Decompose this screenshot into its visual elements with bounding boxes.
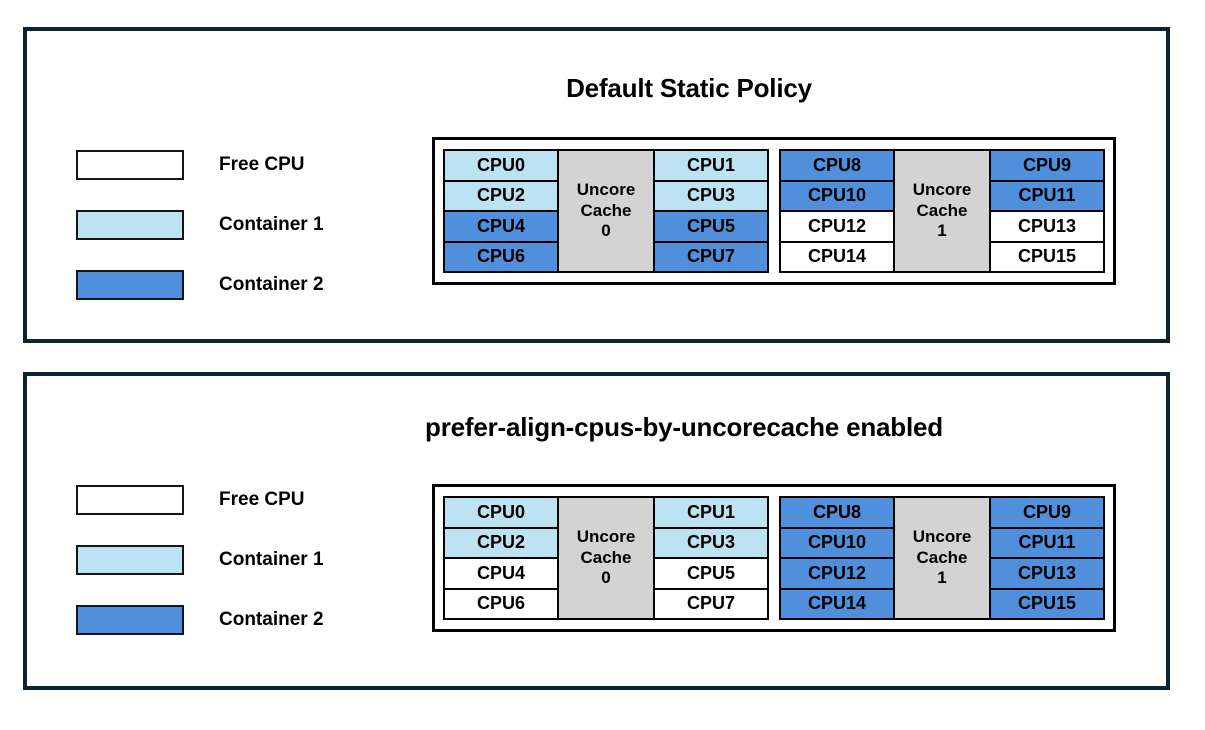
legend-swatch-container-2 bbox=[76, 605, 184, 635]
cpu-topology-diagram: CPU0 CPU2 CPU4 CPU6 Uncore Cache 0 CPU1 … bbox=[432, 137, 1116, 285]
cpu-cell: CPU8 bbox=[781, 151, 893, 182]
legend: Free CPU Container 1 Container 2 bbox=[76, 135, 324, 315]
cpu-cell: CPU0 bbox=[445, 151, 557, 182]
legend-label-free-cpu: Free CPU bbox=[219, 489, 305, 510]
cpu-cell: CPU10 bbox=[781, 181, 893, 212]
legend-swatch-free-cpu bbox=[76, 485, 184, 515]
panel-title: prefer-align-cpus-by-uncorecache enabled bbox=[425, 412, 943, 442]
uncore-cache-label-line1: Uncore bbox=[912, 526, 972, 546]
uncore-cache-label-line1: Uncore bbox=[576, 526, 636, 546]
cpu-cell: CPU5 bbox=[655, 212, 767, 243]
cpu-column-left: CPU8 CPU10 CPU12 CPU14 bbox=[781, 498, 893, 618]
cpu-cell: CPU11 bbox=[991, 181, 1103, 212]
cpu-cell: CPU6 bbox=[445, 242, 557, 271]
cpu-cell: CPU12 bbox=[781, 559, 893, 590]
legend-swatch-container-2 bbox=[76, 270, 184, 300]
legend-label-container-2: Container 2 bbox=[219, 609, 324, 630]
cpu-cell: CPU5 bbox=[655, 559, 767, 590]
uncore-cache-index: 0 bbox=[601, 221, 611, 241]
cpu-cell: CPU10 bbox=[781, 528, 893, 559]
cpu-cell: CPU13 bbox=[991, 559, 1103, 590]
cpu-cell: CPU15 bbox=[991, 589, 1103, 618]
legend-swatch-container-1 bbox=[76, 210, 184, 240]
cpu-cell: CPU1 bbox=[655, 151, 767, 182]
uncore-cache-cluster-0: CPU0 CPU2 CPU4 CPU6 Uncore Cache 0 CPU1 … bbox=[443, 496, 769, 620]
cpu-cell: CPU3 bbox=[655, 181, 767, 212]
uncore-cache-label-line2: Cache bbox=[916, 200, 968, 220]
cpu-cell: CPU11 bbox=[991, 528, 1103, 559]
cpu-cell: CPU6 bbox=[445, 589, 557, 618]
legend-label-container-2: Container 2 bbox=[219, 274, 324, 295]
cpu-cell: CPU7 bbox=[655, 242, 767, 271]
cpu-column-left: CPU0 CPU2 CPU4 CPU6 bbox=[445, 151, 557, 271]
cpu-cell: CPU7 bbox=[655, 589, 767, 618]
panel-default-static-policy: Default Static Policy Free CPU Container… bbox=[23, 27, 1170, 343]
cpu-column-right: CPU1 CPU3 CPU5 CPU7 bbox=[655, 498, 767, 618]
legend-label-container-1: Container 1 bbox=[219, 549, 324, 570]
cpu-column-right: CPU9 CPU11 CPU13 CPU15 bbox=[991, 151, 1103, 271]
cpu-cell: CPU15 bbox=[991, 242, 1103, 271]
legend-row-free-cpu: Free CPU bbox=[76, 470, 324, 530]
cpu-cell: CPU14 bbox=[781, 242, 893, 271]
uncore-cache-label-line2: Cache bbox=[916, 547, 968, 567]
cpu-cell: CPU14 bbox=[781, 589, 893, 618]
legend-label-free-cpu: Free CPU bbox=[219, 154, 305, 175]
legend-row-free-cpu: Free CPU bbox=[76, 135, 324, 195]
legend-swatch-free-cpu bbox=[76, 150, 184, 180]
cpu-column-left: CPU0 CPU2 CPU4 CPU6 bbox=[445, 498, 557, 618]
cpu-cell: CPU8 bbox=[781, 498, 893, 529]
cpu-cell: CPU9 bbox=[991, 151, 1103, 182]
panel-prefer-align-cpus-by-uncorecache: prefer-align-cpus-by-uncorecache enabled… bbox=[23, 372, 1170, 690]
cpu-cell: CPU12 bbox=[781, 212, 893, 243]
cpu-cell: CPU2 bbox=[445, 528, 557, 559]
legend-row-container-2: Container 2 bbox=[76, 590, 324, 650]
uncore-cache-label-line2: Cache bbox=[580, 547, 632, 567]
cpu-column-right: CPU1 CPU3 CPU5 CPU7 bbox=[655, 151, 767, 271]
legend-swatch-container-1 bbox=[76, 545, 184, 575]
cpu-cell: CPU3 bbox=[655, 528, 767, 559]
cpu-cell: CPU13 bbox=[991, 212, 1103, 243]
legend-row-container-2: Container 2 bbox=[76, 255, 324, 315]
legend-row-container-1: Container 1 bbox=[76, 195, 324, 255]
uncore-cache-index: 0 bbox=[601, 568, 611, 588]
legend-label-container-1: Container 1 bbox=[219, 214, 324, 235]
uncore-cache-block: Uncore Cache 1 bbox=[893, 498, 991, 618]
uncore-cache-index: 1 bbox=[937, 221, 947, 241]
uncore-cache-cluster-1: CPU8 CPU10 CPU12 CPU14 Uncore Cache 1 CP… bbox=[779, 496, 1105, 620]
uncore-cache-cluster-1: CPU8 CPU10 CPU12 CPU14 Uncore Cache 1 CP… bbox=[779, 149, 1105, 273]
cpu-cell: CPU2 bbox=[445, 181, 557, 212]
cpu-cell: CPU4 bbox=[445, 212, 557, 243]
uncore-cache-block: Uncore Cache 1 bbox=[893, 151, 991, 271]
uncore-cache-block: Uncore Cache 0 bbox=[557, 498, 655, 618]
legend-row-container-1: Container 1 bbox=[76, 530, 324, 590]
uncore-cache-label-line1: Uncore bbox=[576, 179, 636, 199]
uncore-cache-index: 1 bbox=[937, 568, 947, 588]
uncore-cache-block: Uncore Cache 0 bbox=[557, 151, 655, 271]
cpu-topology-diagram: CPU0 CPU2 CPU4 CPU6 Uncore Cache 0 CPU1 … bbox=[432, 484, 1116, 632]
panel-title: Default Static Policy bbox=[566, 73, 812, 103]
cpu-column-left: CPU8 CPU10 CPU12 CPU14 bbox=[781, 151, 893, 271]
cpu-cell: CPU4 bbox=[445, 559, 557, 590]
uncore-cache-label-line1: Uncore bbox=[912, 179, 972, 199]
cpu-column-right: CPU9 CPU11 CPU13 CPU15 bbox=[991, 498, 1103, 618]
cpu-cell: CPU9 bbox=[991, 498, 1103, 529]
cpu-cell: CPU0 bbox=[445, 498, 557, 529]
cpu-cell: CPU1 bbox=[655, 498, 767, 529]
uncore-cache-cluster-0: CPU0 CPU2 CPU4 CPU6 Uncore Cache 0 CPU1 … bbox=[443, 149, 769, 273]
legend: Free CPU Container 1 Container 2 bbox=[76, 470, 324, 650]
uncore-cache-label-line2: Cache bbox=[580, 200, 632, 220]
